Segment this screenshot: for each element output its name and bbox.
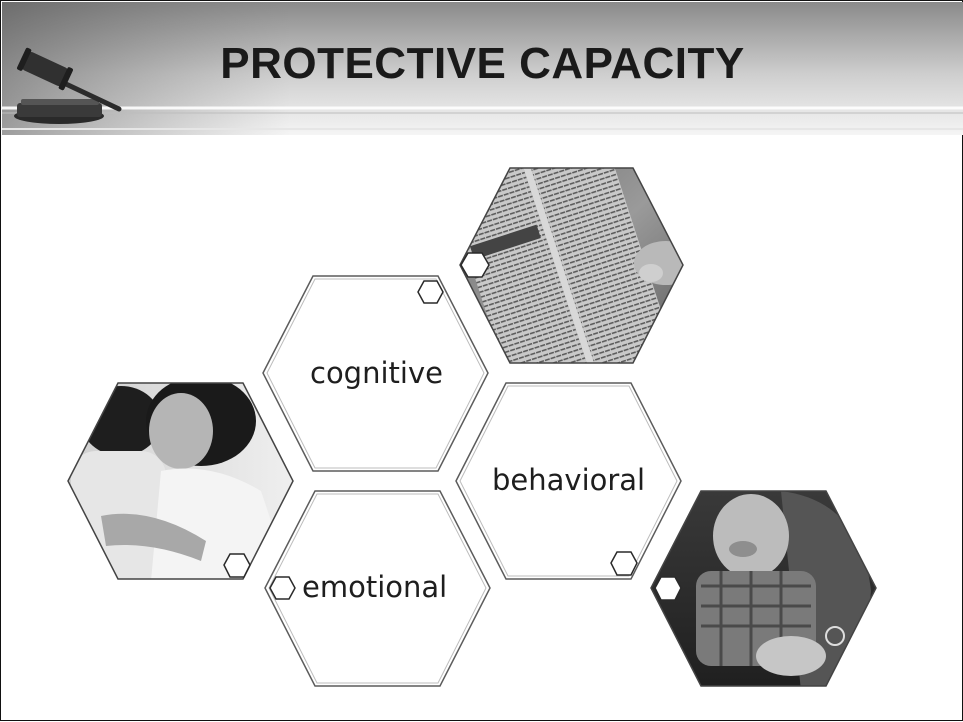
gavel-icon — [14, 47, 122, 124]
small-hexagon-icon — [223, 553, 251, 578]
header-band — [2, 2, 963, 135]
hexagon-label-behavioral: behavioral — [492, 463, 646, 497]
small-hexagon-icon — [269, 576, 296, 600]
small-hexagon-icon — [417, 280, 444, 304]
small-hexagon-icon — [654, 576, 682, 601]
small-hexagon-icon — [460, 252, 490, 278]
photo-hexagon-baby — [650, 490, 877, 687]
small-hexagon-icon — [610, 551, 638, 576]
hexagon-label-cognitive: cognitive — [310, 356, 443, 390]
photo-hexagon-mother-child — [67, 382, 294, 580]
hexagon-cognitive — [262, 275, 489, 472]
hexagon-label-emotional: emotional — [302, 570, 448, 604]
slide-title: PROTECTIVE CAPACITY — [220, 39, 745, 88]
hexagon-behavioral — [455, 382, 682, 580]
hexagon-emotional — [264, 490, 491, 687]
photo-hexagon-newspaper — [459, 167, 684, 364]
